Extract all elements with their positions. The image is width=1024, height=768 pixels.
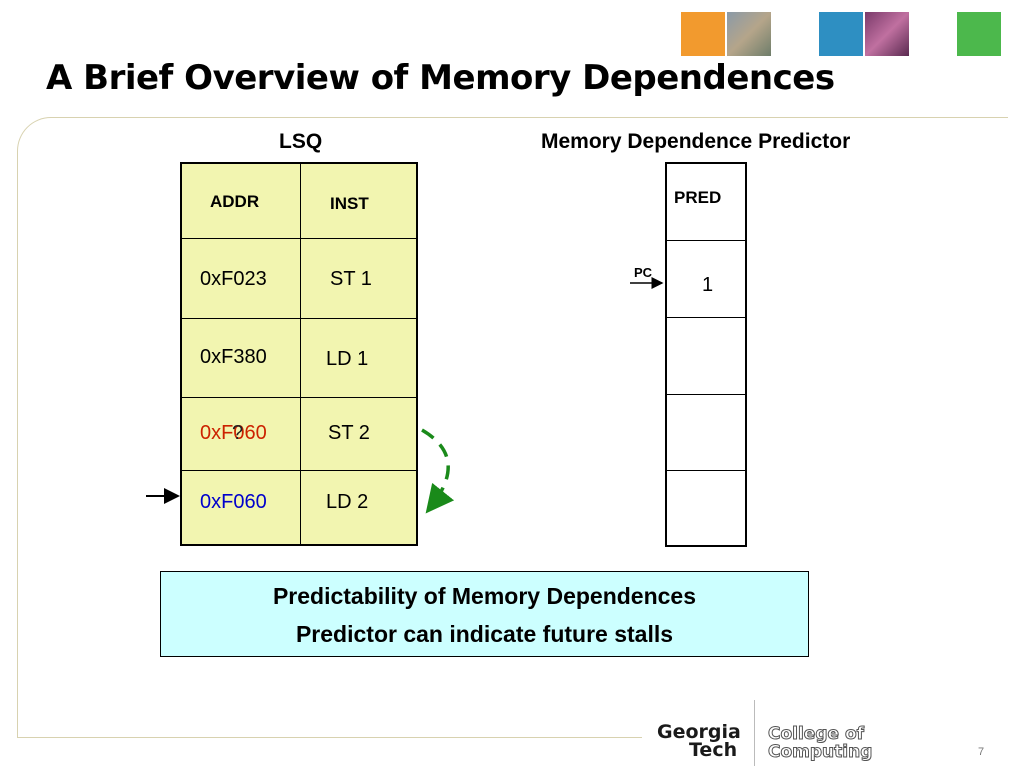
decorative-thumbnail-photo-2 [865, 12, 909, 56]
lsq-row-1-inst: ST 1 [330, 268, 372, 290]
lsq-row-3-addr: 0xF060 [200, 422, 267, 444]
page-number: 7 [978, 746, 985, 758]
info-line-2: Predictor can indicate future stalls [295, 621, 674, 647]
info-line-1: Predictability of Memory Dependences [272, 583, 697, 609]
lsq-row-1-addr: 0xF023 [200, 268, 267, 290]
predictor-table: PRED 1 [665, 162, 747, 547]
coc-logo-line-1: College of [767, 724, 865, 744]
predictor-label: Memory Dependence Predictor [541, 130, 851, 153]
college-of-computing-logo: College of Computing [767, 724, 873, 762]
info-box: Predictability of Memory Dependences Pre… [160, 571, 809, 657]
lsq-row-3-inst: ST 2 [328, 422, 370, 444]
gt-logo-line-2: Tech [689, 739, 738, 761]
lsq-row-4-addr: 0xF060 [200, 491, 267, 513]
predictor-row-1-value: 1 [702, 274, 714, 296]
georgia-tech-logo: Georgia Tech [657, 721, 741, 761]
logo-divider [754, 700, 755, 766]
coc-logo-line-2: Computing [767, 742, 873, 762]
gt-logo-line-1: Georgia [657, 721, 741, 743]
lsq-label: LSQ [279, 130, 323, 153]
lsq-table: ADDR INST 0xF023 ST 1 0xF380 LD 1 0xF060… [180, 162, 418, 546]
lsq-header-inst: INST [330, 194, 369, 213]
lsq-row-3-addr-overlay: ? [232, 422, 244, 444]
content-frame [17, 117, 1008, 738]
decorative-thumbnail-blue [819, 12, 863, 56]
decorative-thumbnail-photo-1 [727, 12, 771, 56]
predictor-header: PRED [674, 188, 722, 207]
lsq-header-addr: ADDR [210, 192, 260, 211]
lsq-row-4-inst: LD 2 [326, 491, 369, 513]
decorative-thumbnail-green [957, 12, 1001, 56]
frame-bottom-line [17, 737, 642, 738]
decorative-thumbnail-orange [681, 12, 725, 56]
pc-label: PC [634, 265, 653, 280]
slide-title: A Brief Overview of Memory Dependences [46, 58, 835, 98]
lsq-row-2-inst: LD 1 [326, 348, 369, 370]
lsq-row-2-addr: 0xF380 [200, 346, 267, 368]
